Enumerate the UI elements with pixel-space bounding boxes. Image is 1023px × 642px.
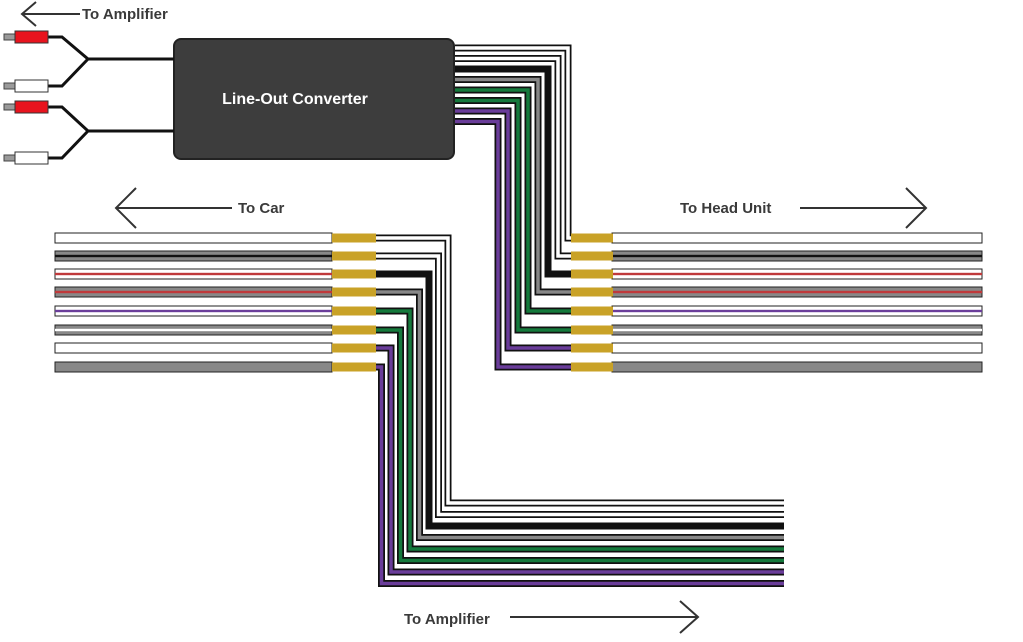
head-unit-harness-wire-4-stripe bbox=[612, 290, 982, 294]
converter-wire-6 bbox=[455, 98, 572, 332]
car-harness-wire-2-stripe bbox=[55, 254, 332, 258]
rca-plug-2-white bbox=[14, 151, 49, 165]
head-unit-connector-2 bbox=[571, 251, 613, 261]
converter-wire-5 bbox=[455, 88, 572, 313]
head-unit-connector-6 bbox=[571, 325, 613, 335]
amplifier-wire-6 bbox=[376, 328, 784, 563]
head-unit-connector-4 bbox=[571, 287, 613, 297]
converter-label: Line-Out Converter bbox=[222, 91, 368, 108]
connector-layer bbox=[332, 233, 613, 372]
to-amplifier-top-label: To Amplifier bbox=[82, 6, 168, 23]
car-connector-7 bbox=[332, 343, 376, 353]
car-connector-5 bbox=[332, 306, 376, 316]
car-connector-1 bbox=[332, 233, 376, 243]
line-out-converter: Line-Out Converter bbox=[173, 38, 455, 160]
to-head-unit-label: To Head Unit bbox=[680, 200, 771, 217]
rca-plug-2-red bbox=[14, 100, 49, 114]
car-harness-wire-7 bbox=[54, 342, 333, 354]
rca-plug-1-white-tip bbox=[3, 82, 16, 90]
amplifier-wire-3 bbox=[376, 272, 784, 528]
to-amplifier-bottom-label: To Amplifier bbox=[404, 611, 490, 628]
wire-layer bbox=[54, 44, 983, 587]
amplifier-wire-2 bbox=[376, 254, 784, 517]
car-connector-8 bbox=[332, 362, 376, 372]
label-head-unit: To Head Unit bbox=[680, 187, 928, 229]
car-connector-2 bbox=[332, 251, 376, 261]
car-connector-6 bbox=[332, 325, 376, 335]
rca-plug-2-white-tip bbox=[3, 154, 16, 162]
converter-wire-1 bbox=[455, 46, 572, 240]
amplifier-wire-8 bbox=[376, 365, 784, 586]
head-unit-connector-3 bbox=[571, 269, 613, 279]
car-harness-wire-4-stripe bbox=[55, 290, 332, 294]
label-to-car: To Car bbox=[114, 187, 285, 229]
car-harness-wire-3-stripe bbox=[55, 272, 332, 276]
head-unit-harness-wire-6-stripe bbox=[612, 328, 982, 332]
converter-wire-8 bbox=[455, 119, 572, 369]
car-connector-4 bbox=[332, 287, 376, 297]
converter-wire-7 bbox=[455, 109, 572, 350]
head-unit-harness-wire-5-stripe bbox=[612, 309, 982, 313]
car-connector-3 bbox=[332, 269, 376, 279]
head-unit-connector-8 bbox=[571, 362, 613, 372]
to-car-label: To Car bbox=[238, 200, 285, 217]
car-harness-wire-8 bbox=[54, 361, 333, 373]
head-unit-harness-wire-7 bbox=[611, 342, 983, 354]
rca-plugs bbox=[3, 30, 174, 165]
car-harness-wire-1 bbox=[54, 232, 333, 244]
head-unit-harness-wire-3-stripe bbox=[612, 272, 982, 276]
amplifier-wire-1 bbox=[376, 236, 784, 505]
amplifier-wire-4 bbox=[376, 290, 784, 540]
rca-cable-1-1 bbox=[48, 35, 174, 61]
rca-cable-1-2 bbox=[48, 57, 90, 88]
converter-wire-3 bbox=[455, 67, 572, 276]
rca-plug-2-red-tip bbox=[3, 103, 16, 111]
converter-wire-4 bbox=[455, 77, 572, 294]
head-unit-connector-5 bbox=[571, 306, 613, 316]
head-unit-harness-wire-2-stripe bbox=[612, 254, 982, 258]
car-harness-wire-5-stripe bbox=[55, 309, 332, 313]
amplifier-wire-7 bbox=[376, 346, 784, 574]
converter-wire-6-outline bbox=[455, 97, 572, 334]
label-amp-bottom: To Amplifier bbox=[404, 600, 700, 634]
rca-plug-1-red bbox=[14, 30, 49, 44]
head-unit-connector-1 bbox=[571, 233, 613, 243]
head-unit-connector-7 bbox=[571, 343, 613, 353]
label-amp-top: To Amplifier bbox=[20, 1, 168, 27]
amplifier-wire-5 bbox=[376, 309, 784, 551]
rca-plug-1-red-tip bbox=[3, 33, 16, 41]
rca-plug-1-white bbox=[14, 79, 49, 93]
head-unit-harness-wire-8 bbox=[611, 361, 983, 373]
head-unit-harness-wire-1 bbox=[611, 232, 983, 244]
converter-wire-2 bbox=[455, 56, 572, 258]
car-harness-wire-6-stripe bbox=[55, 328, 332, 332]
rca-cable-2-2 bbox=[48, 129, 90, 160]
rca-cable-2-1 bbox=[48, 105, 174, 133]
